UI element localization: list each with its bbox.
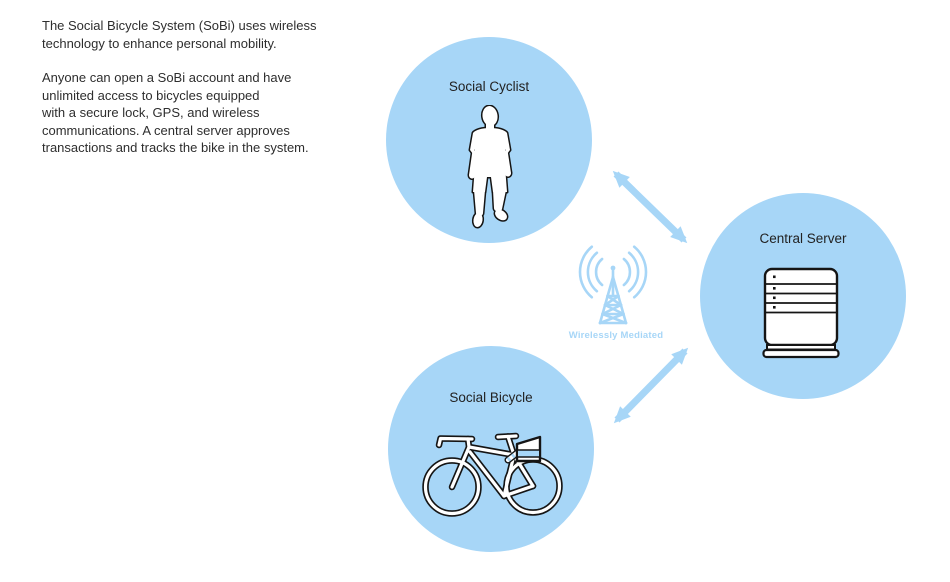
walking-person-icon (467, 105, 513, 229)
social-bicycle-label: Social Bicycle (449, 390, 533, 405)
radio-tower-icon (578, 245, 648, 325)
central-server-label: Central Server (759, 231, 847, 246)
intro-paragraph-2: Anyone can open a SoBi account and have … (42, 70, 309, 155)
wirelessly-mediated-label: Wirelessly Mediated (568, 330, 664, 341)
server-tower-icon (762, 267, 840, 359)
intro-text-block: The Social Bicycle System (SoBi) uses wi… (42, 17, 382, 157)
intro-paragraph-1: The Social Bicycle System (SoBi) uses wi… (42, 18, 317, 51)
arrow-bicycle-server (613, 347, 689, 424)
node-social-cyclist: Social Cyclist (386, 37, 592, 243)
bicycle-icon (416, 426, 566, 526)
node-social-bicycle: Social Bicycle (388, 346, 594, 552)
sobi-lock-icon (504, 435, 542, 464)
social-cyclist-label: Social Cyclist (448, 79, 530, 94)
node-central-server: Central Server (700, 193, 906, 399)
arrow-cyclist-server (612, 170, 688, 244)
